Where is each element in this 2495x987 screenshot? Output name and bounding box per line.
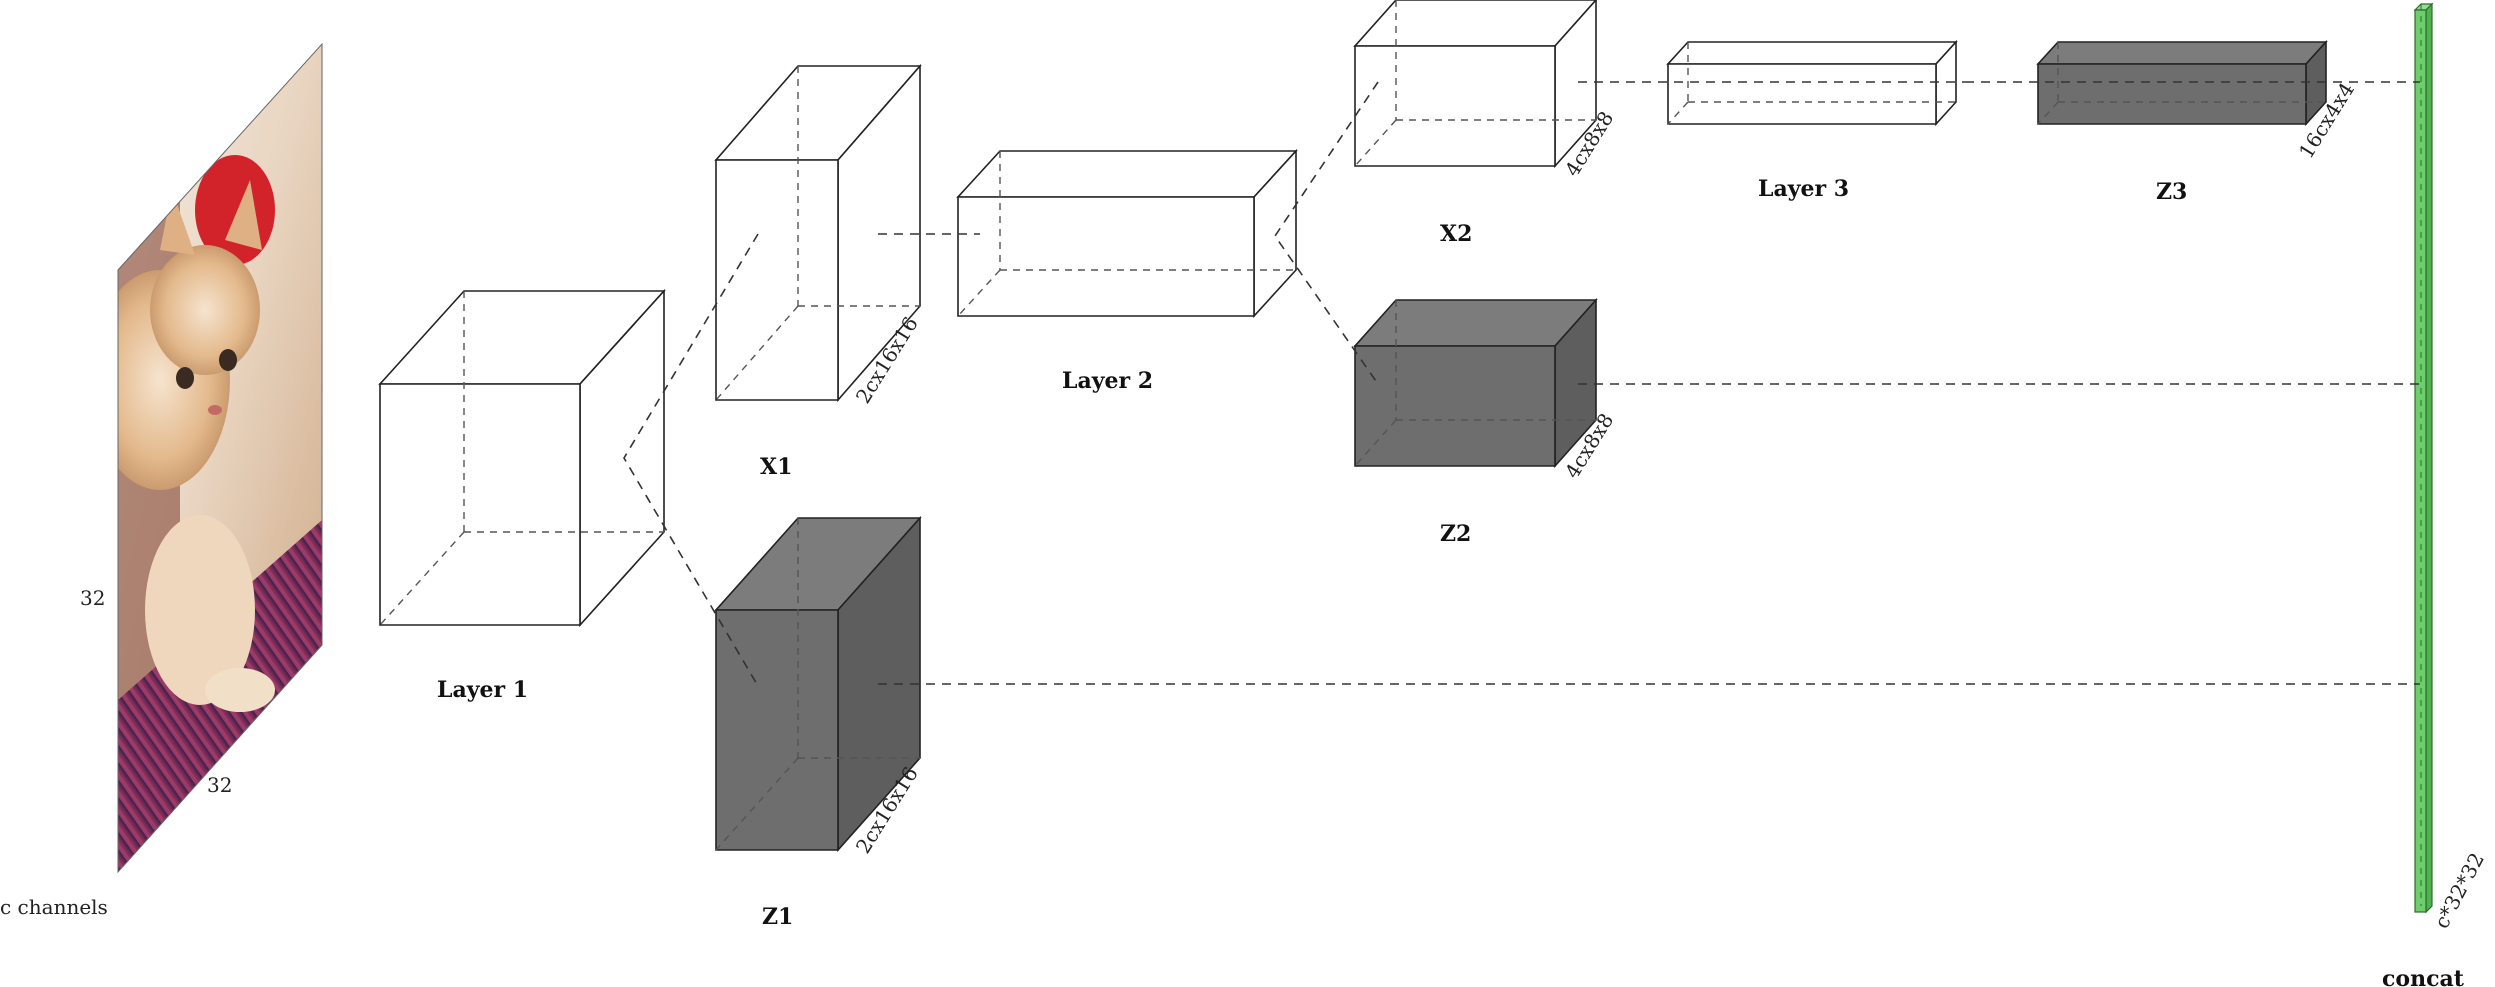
layer2-block [956,148,1298,319]
layer1-to-x1-z1-connector [623,233,759,687]
x1-label: X1 [760,454,792,480]
layer3-block [1666,39,1958,127]
z1-block [714,515,922,853]
concat-label: concat [2382,966,2465,987]
concat-block [2413,2,2434,914]
input-channels-label: c channels [0,895,108,919]
layer3-label: Layer 3 [1758,176,1849,202]
layer1-label: Layer 1 [437,677,528,703]
x2-block [1353,0,1598,169]
z3-block [2036,39,2328,127]
x2-label: X2 [1440,221,1472,247]
z1-label: Z1 [762,904,793,930]
layer2-label: Layer 2 [1062,368,1153,394]
connections [623,81,2420,687]
layer1-block [378,288,666,628]
input-width-label: 32 [207,773,232,797]
x1-block [714,63,922,403]
layer2-to-x2-z2-connector [1274,81,1379,385]
input-height-label: 32 [80,586,105,610]
concat-dims: c*32*32 [2429,849,2489,933]
z3-label: Z3 [2156,179,2187,205]
z2-block [1353,297,1598,469]
z2-label: Z2 [1440,521,1471,547]
input-image [117,42,323,874]
